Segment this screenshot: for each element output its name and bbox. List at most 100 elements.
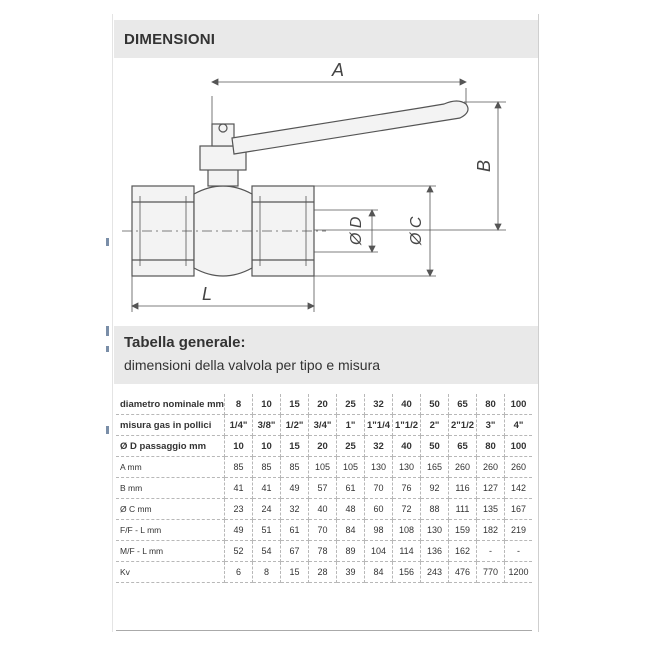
- table-cell: 88: [420, 498, 449, 520]
- table-cell: 476: [448, 561, 477, 583]
- section-header: DIMENSIONI: [114, 20, 538, 58]
- dimension-label-d: Ø D: [348, 216, 365, 246]
- sheet-left-edge: [112, 14, 113, 632]
- table-cell: 1200: [504, 561, 532, 583]
- margin-mark: [106, 326, 109, 336]
- table-cell: 61: [280, 519, 309, 541]
- table-cell: 41: [224, 477, 253, 499]
- table-cell: 136: [420, 540, 449, 562]
- table-cell: 243: [420, 561, 449, 583]
- table-cell: 135: [476, 498, 505, 520]
- table-cell: 3/4": [308, 414, 337, 436]
- table-cell: 80: [476, 435, 505, 457]
- table-cell: 3": [476, 414, 505, 436]
- dimension-label-b: B: [474, 160, 494, 172]
- table-cell: 78: [308, 540, 337, 562]
- margin-mark: [106, 426, 109, 434]
- table-cell: 260: [476, 456, 505, 478]
- table-header-panel: Tabella generale: dimensioni della valvo…: [114, 326, 538, 384]
- table-cell: 15: [280, 561, 309, 583]
- table-cell: 23: [224, 498, 253, 520]
- table-cell: 85: [252, 456, 281, 478]
- table-cell: 111: [448, 498, 477, 520]
- row-label: B mm: [116, 477, 225, 499]
- table-cell: 105: [308, 456, 337, 478]
- table-cell: 70: [364, 477, 393, 499]
- row-label: M/F - L mm: [116, 540, 225, 562]
- table-cell: 165: [420, 456, 449, 478]
- table-cell: 8: [224, 394, 253, 415]
- table-cell: 70: [308, 519, 337, 541]
- table-cell: 105: [336, 456, 365, 478]
- table-cell: 6: [224, 561, 253, 583]
- table-cell: -: [476, 540, 505, 562]
- table-cell: 130: [392, 456, 421, 478]
- table-cell: 65: [448, 435, 477, 457]
- table-cell: 84: [336, 519, 365, 541]
- table-bottom-rule: [116, 630, 532, 631]
- section-header-title: DIMENSIONI: [124, 30, 216, 48]
- table-cell: 51: [252, 519, 281, 541]
- table-cell: 162: [448, 540, 477, 562]
- table-cell: 92: [420, 477, 449, 499]
- table-cell: 49: [280, 477, 309, 499]
- table-cell: 54: [252, 540, 281, 562]
- valve-drawing: A B Ø D Ø C L: [122, 60, 506, 312]
- table-cell: 85: [280, 456, 309, 478]
- row-label: F/F - L mm: [116, 519, 225, 541]
- table-cell: 32: [280, 498, 309, 520]
- table-subtitle: dimensioni della valvola per tipo e misu…: [124, 357, 381, 373]
- table-cell: 100: [504, 394, 532, 415]
- table-cell: 40: [392, 435, 421, 457]
- table-cell: 10: [252, 394, 281, 415]
- row-label: Ø D passaggio mm: [116, 435, 225, 457]
- row-label: diametro nominale mm: [116, 394, 225, 415]
- row-label: Kv: [116, 561, 225, 583]
- table-cell: 39: [336, 561, 365, 583]
- table-cell: 89: [336, 540, 365, 562]
- row-label: misura gas in pollici: [116, 414, 225, 436]
- table-cell: 130: [364, 456, 393, 478]
- table-cell: 25: [336, 394, 365, 415]
- table-cell: 85: [224, 456, 253, 478]
- table-cell: 24: [252, 498, 281, 520]
- table-cell: 182: [476, 519, 505, 541]
- table-cell: 10: [252, 435, 281, 457]
- table-cell: 98: [364, 519, 393, 541]
- table-cell: 48: [336, 498, 365, 520]
- table-cell: 1/4": [224, 414, 253, 436]
- table-cell: 41: [252, 477, 281, 499]
- table-cell: 260: [448, 456, 477, 478]
- table-cell: -: [504, 540, 532, 562]
- table-cell: 15: [280, 394, 309, 415]
- table-cell: 65: [448, 394, 477, 415]
- table-cell: 84: [364, 561, 393, 583]
- table-title: Tabella generale:: [124, 334, 246, 351]
- table-cell: 80: [476, 394, 505, 415]
- table-cell: 1": [336, 414, 365, 436]
- table-cell: 25: [336, 435, 365, 457]
- table-cell: 15: [280, 435, 309, 457]
- table-cell: 219: [504, 519, 532, 541]
- table-cell: 114: [392, 540, 421, 562]
- table-cell: 20: [308, 435, 337, 457]
- table-cell: 60: [364, 498, 393, 520]
- table-cell: 108: [392, 519, 421, 541]
- table-cell: 260: [504, 456, 532, 478]
- table-cell: 49: [224, 519, 253, 541]
- table-cell: 167: [504, 498, 532, 520]
- table-cell: 100: [504, 435, 532, 457]
- table-cell: 2"1/2: [448, 414, 477, 436]
- table-cell: 104: [364, 540, 393, 562]
- sheet-right-edge: [538, 14, 539, 632]
- row-label: A mm: [116, 456, 225, 478]
- table-cell: 72: [392, 498, 421, 520]
- table-cell: 1/2": [280, 414, 309, 436]
